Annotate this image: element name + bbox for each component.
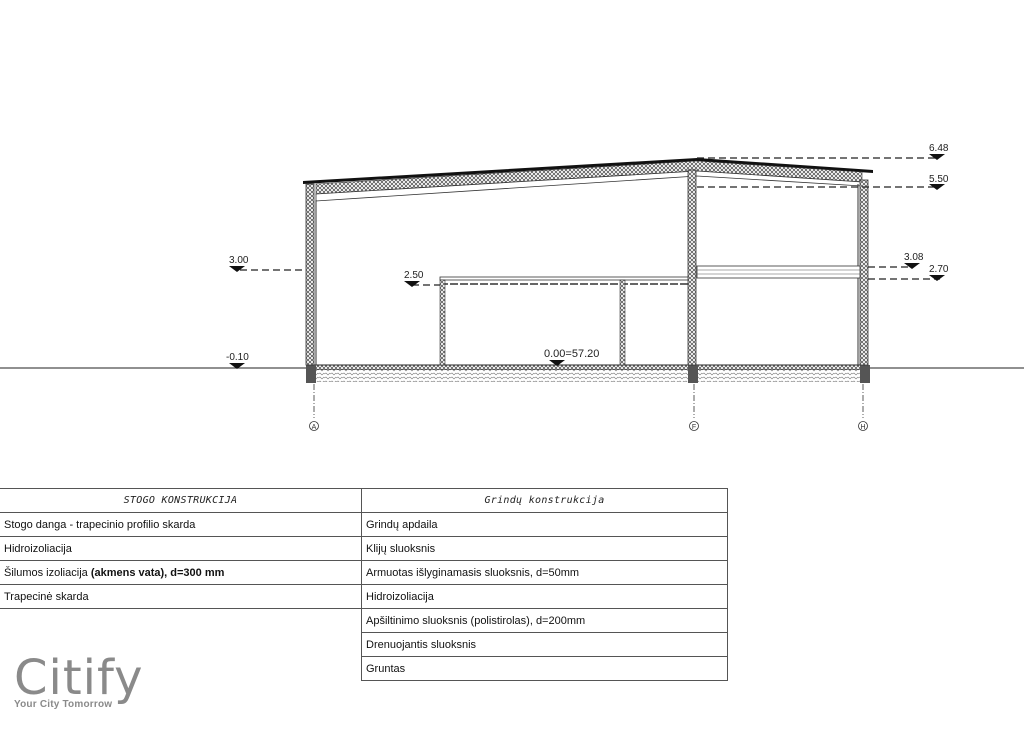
floor-layer-row: Drenuojantis sluoksnis xyxy=(361,632,728,657)
wall-right xyxy=(859,179,869,366)
column-f xyxy=(687,169,697,366)
roof-construction-table: STOGO KONSTRUKCIJA Stogo danga - trapeci… xyxy=(0,488,362,609)
mezzanine-post-2 xyxy=(619,279,626,366)
roof-layer-text: Stogo danga - trapecinio profilio skarda xyxy=(4,518,196,531)
level-zero: 0.00=57.20 xyxy=(544,348,599,360)
floor-table-header: Grindų konstrukcija xyxy=(361,488,728,513)
floor-layer-row: Armuotas išlyginamasis sluoksnis, d=50mm xyxy=(361,560,728,585)
level-3-08: 3.08 xyxy=(904,252,924,263)
foundation-h xyxy=(860,365,870,383)
level-2-70: 2.70 xyxy=(929,264,949,275)
building-section-drawing: 6.48 5.50 3.00 2.50 3.08 2.70 -0.10 0.00… xyxy=(0,143,1024,431)
floor-layer-row: Klijų sluoksnis xyxy=(361,536,728,561)
foundation-a xyxy=(306,365,316,383)
mezzanine-left xyxy=(439,276,689,281)
roof-layer-text: Hidroizoliacija xyxy=(4,542,72,555)
level-3-00: 3.00 xyxy=(229,255,249,266)
floor-layer-row: Apšiltinimo sluoksnis (polistirolas), d=… xyxy=(361,608,728,633)
level-5-50: 5.50 xyxy=(929,174,949,185)
roof-layer-row: Stogo danga - trapecinio profilio skarda xyxy=(0,512,362,537)
citify-logo: Citify Your City Tomorrow xyxy=(14,650,144,710)
roof-layer-text-bold: (akmens vata), d=300 mm xyxy=(90,566,225,579)
floor-gravel xyxy=(312,370,868,382)
roof-layer-row: Hidroizoliacija xyxy=(0,536,362,561)
wall-left xyxy=(305,183,315,366)
floor-construction-table: Grindų konstrukcija Grindų apdaila Klijų… xyxy=(361,488,728,681)
logo-tagline: Your City Tomorrow xyxy=(14,699,113,710)
level-minus-0-10: -0.10 xyxy=(226,352,249,363)
mezzanine-post-1 xyxy=(439,279,446,366)
floor-layer-row: Hidroizoliacija xyxy=(361,584,728,609)
floor-layer-row: Gruntas xyxy=(361,656,728,681)
roof-layer-row: Šilumos izoliacija (akmens vata), d=300 … xyxy=(0,560,362,585)
logo-name: Citify xyxy=(14,650,144,706)
roof-layer-row: Trapecinė skarda xyxy=(0,584,362,609)
floor-slab xyxy=(311,364,869,371)
roof-layer-text: Trapecinė skarda xyxy=(4,590,89,603)
roof-layer-text: Šilumos izoliacija xyxy=(4,566,91,579)
axis-h-label: H xyxy=(860,424,865,431)
level-2-50: 2.50 xyxy=(404,270,424,281)
roof-table-header: STOGO KONSTRUKCIJA xyxy=(0,488,362,513)
foundation-f xyxy=(688,365,698,383)
floor-layer-row: Grindų apdaila xyxy=(361,512,728,537)
axis-a-label: A xyxy=(312,424,317,431)
axis-f-label: F xyxy=(692,424,696,431)
mezzanine-right xyxy=(696,265,861,279)
level-6-48: 6.48 xyxy=(929,143,949,154)
